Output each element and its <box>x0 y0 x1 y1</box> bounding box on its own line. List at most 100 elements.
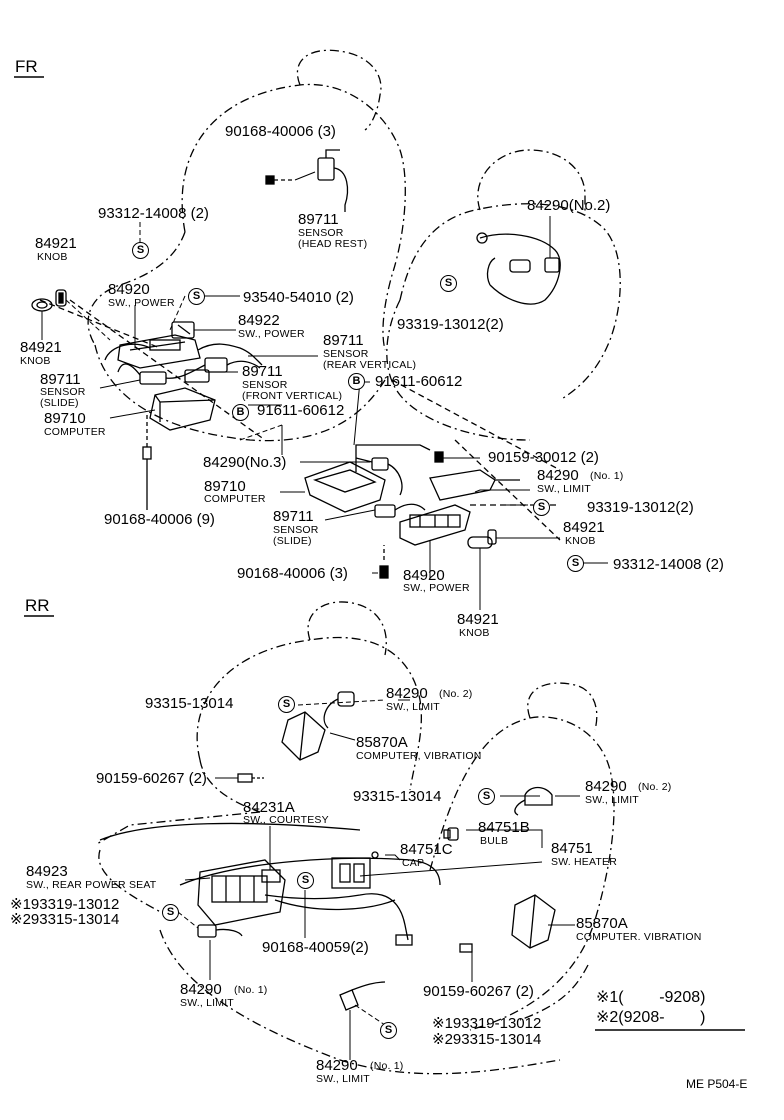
part-description: SENSOR <box>323 348 369 360</box>
part-number: 84920 <box>403 567 445 584</box>
part-number: 84290 <box>316 1057 358 1074</box>
part-number: 84290 <box>386 685 428 702</box>
part-number: 90159-60267 (2) <box>96 770 207 787</box>
part-description: (REAR VERTICAL) <box>323 359 417 371</box>
part-description: SW., LIMIT <box>316 1073 370 1085</box>
part-number: 85870A <box>356 734 408 751</box>
part-number: 84751C <box>400 841 453 858</box>
part-number: 84290(No.3) <box>203 454 287 471</box>
part-number: 89711 <box>40 371 81 388</box>
part-description: (FRONT VERTICAL) <box>242 390 343 402</box>
part-description: (SLIDE) <box>40 397 79 409</box>
part-number: 84921 <box>20 339 62 356</box>
part-number: 89710 <box>44 410 86 427</box>
part-number: ※193319-13012 <box>432 1015 542 1032</box>
part-number: 90168-40006 (3) <box>237 565 348 582</box>
part-description: COMPUTER. VIBRATION <box>576 931 702 943</box>
fr-left-leaders <box>41 171 318 455</box>
part-number: 91611-60612 <box>375 373 463 390</box>
part-number: ※293315-13014 <box>432 1031 542 1048</box>
section-title-rr: RR <box>25 596 50 615</box>
part-number: 90168-40006 (3) <box>225 123 336 140</box>
part-description: (No. 2) <box>638 781 672 793</box>
circled-s-symbol: S <box>162 904 179 921</box>
part-number: 91611-60612 <box>257 402 345 419</box>
circled-s-symbol: S <box>567 555 584 572</box>
circled-s-symbol: S <box>297 872 314 889</box>
part-description: (No. 1) <box>234 984 268 996</box>
part-number: ※293315-13014 <box>10 911 120 928</box>
part-number: 89711 <box>323 332 364 349</box>
part-description: KNOB <box>565 535 596 547</box>
part-description: COMPUTER <box>204 493 266 505</box>
part-number: 89711 <box>242 363 283 380</box>
circled-s-symbol: S <box>478 788 495 805</box>
part-number: 93319-13012(2) <box>397 316 504 333</box>
part-number: 90168-40059(2) <box>262 939 369 956</box>
part-description: KNOB <box>459 627 490 639</box>
part-description: KNOB <box>20 355 51 367</box>
part-description: SW., LIMIT <box>537 483 591 495</box>
part-number: 85870A <box>576 915 628 932</box>
part-number: 89711 <box>298 211 339 228</box>
note-line-1: ※1( -9208) <box>596 989 706 1006</box>
part-description: SENSOR <box>298 227 344 239</box>
part-number: 93312-14008 (2) <box>98 205 209 222</box>
section-title-fr: FR <box>15 57 38 76</box>
part-number: 93312-14008 (2) <box>613 556 724 573</box>
part-number: 84231A <box>243 799 295 816</box>
part-description: SW., POWER <box>108 297 175 309</box>
circled-s-symbol: S <box>132 242 149 259</box>
part-number: 93315-13014 <box>145 695 234 712</box>
part-description: (SLIDE) <box>273 535 312 547</box>
part-number: 90168-40006 (9) <box>104 511 215 528</box>
circled-s-symbol: S <box>188 288 205 305</box>
part-number: ※193319-13012 <box>10 896 120 913</box>
rr-seat-cushion <box>99 822 441 886</box>
part-description: (No. 2) <box>439 688 473 700</box>
page-code: ME P504-E <box>686 1077 748 1091</box>
part-number: 89711 <box>273 508 314 525</box>
part-description: SW., POWER <box>403 582 470 594</box>
part-description: SW., LIMIT <box>180 997 234 1009</box>
part-number: 90159-60267 (2) <box>423 983 534 1000</box>
note-line-2: ※2(9208- ) <box>596 1009 706 1026</box>
part-number: 84922 <box>238 312 280 329</box>
circled-s-symbol: S <box>278 696 295 713</box>
part-number: 84921 <box>457 611 499 628</box>
rr-seat-outline <box>94 601 615 1075</box>
part-description: KNOB <box>37 251 68 263</box>
part-description: SENSOR <box>242 379 288 391</box>
part-description: COMPUTER <box>44 426 106 438</box>
part-description: BULB <box>480 835 509 847</box>
part-description: SW., LIMIT <box>386 701 440 713</box>
part-description: (No. 1) <box>370 1060 404 1072</box>
part-number: 93540-54010 (2) <box>243 289 354 306</box>
circled-s-symbol: S <box>440 275 457 292</box>
part-description: (HEAD REST) <box>298 238 368 250</box>
circled-b-symbol: B <box>348 373 365 390</box>
part-number: 90159-30012 (2) <box>488 449 599 466</box>
circled-b-symbol: B <box>232 404 249 421</box>
part-number: 84921 <box>563 519 605 536</box>
part-number: 84921 <box>35 235 77 252</box>
rr-parts <box>197 691 556 1011</box>
part-number: 84751 <box>551 840 593 857</box>
part-description: SENSOR <box>40 386 86 398</box>
part-number: 84923 <box>26 863 68 880</box>
part-number: 93319-13012(2) <box>587 499 694 516</box>
part-description: SENSOR <box>273 524 319 536</box>
part-description: SW., COURTESY <box>243 814 329 826</box>
circled-s-symbol: S <box>533 499 550 516</box>
part-description: SW., POWER <box>238 328 305 340</box>
part-number: 84920 <box>108 281 150 298</box>
part-number: 84290(No.2) <box>527 197 611 214</box>
part-number: 84290 <box>180 981 222 998</box>
rr-leaders <box>177 699 580 1060</box>
part-description: SW., LIMIT <box>585 794 639 806</box>
part-description: SW. HEATER <box>551 856 617 868</box>
part-number: 84290 <box>537 467 579 484</box>
part-description: SW., REAR POWER SEAT <box>26 879 157 891</box>
fr-left-seat-parts <box>31 149 349 510</box>
